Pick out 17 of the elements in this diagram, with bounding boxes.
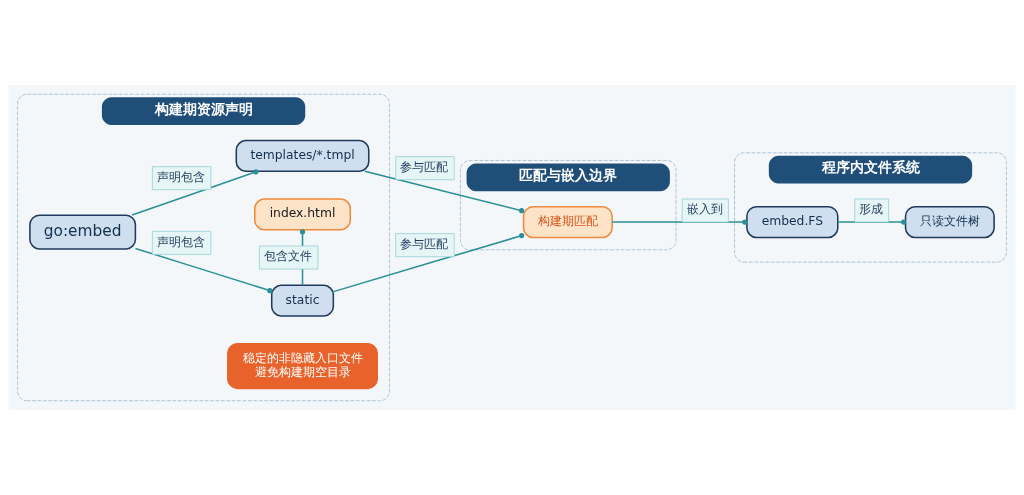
node-box: go:embed	[29, 214, 137, 250]
edge-label: 参与匹配	[400, 237, 449, 252]
node-box: embed.FS	[746, 205, 839, 239]
node-box: 只读文件树	[904, 205, 995, 239]
edge-label: 包含文件	[264, 249, 313, 264]
node-box: 构建期匹配	[522, 205, 613, 239]
connector	[134, 247, 273, 294]
edge-label: 嵌入到	[686, 202, 723, 217]
connector	[364, 170, 525, 214]
connector	[131, 169, 259, 216]
node-box: index.html	[254, 198, 352, 231]
node-box: 稳定的非隐藏入口文件避免构建期空目录	[227, 343, 378, 390]
edge-label: 声明包含	[156, 170, 205, 185]
edge-label: 参与匹配	[400, 160, 449, 175]
edge-label: 声明包含	[156, 234, 205, 249]
edge-label: 形成	[859, 202, 884, 217]
node-box: static	[270, 284, 335, 317]
